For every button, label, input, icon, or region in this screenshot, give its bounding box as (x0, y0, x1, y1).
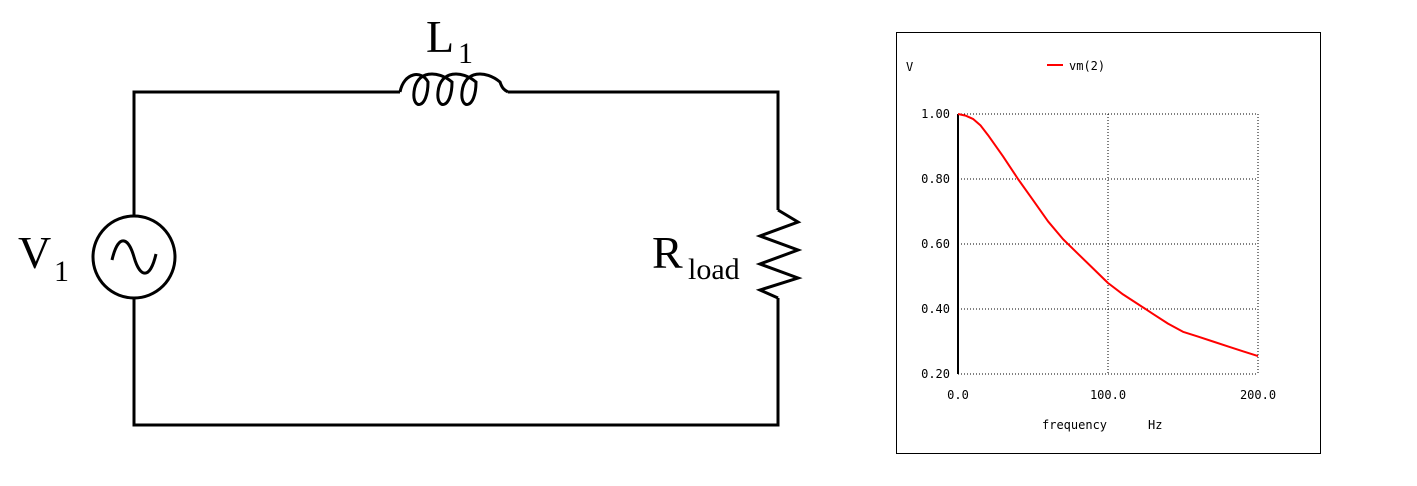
y-tick-label: 0.40 (921, 302, 950, 316)
wire-right-lower (132, 298, 780, 427)
circuit-diagram (91, 72, 803, 427)
x-tick-label: 100.0 (1090, 388, 1126, 402)
inductor-label: L (426, 11, 454, 62)
wire-top-right (508, 90, 780, 210)
x-axis-unit: Hz (1148, 418, 1162, 432)
ac-source-symbol (91, 214, 177, 300)
plot-frame (896, 32, 1321, 454)
y-tick-label: 0.80 (921, 172, 950, 186)
resistor-label: R (652, 227, 683, 278)
x-axis-label: frequency (1042, 418, 1107, 432)
legend: vm(2) (1047, 59, 1105, 73)
plot-series (957, 113, 1259, 358)
plot-tick-labels: 1.00 0.80 0.60 0.40 0.20 0.0 100.0 200.0 (921, 107, 1276, 402)
plot-grid (957, 113, 1259, 375)
plot-panel: 1.00 0.80 0.60 0.40 0.20 0.0 100.0 200.0 V vm(2… (896, 32, 1321, 454)
x-tick-label: 0.0 (947, 388, 969, 402)
circuit-labels: V 1 L 1 R load (18, 11, 740, 288)
y-axis-label: V (906, 60, 913, 74)
y-tick-label: 0.20 (921, 367, 950, 381)
inductor-subscript: 1 (458, 37, 473, 70)
source-label: V (18, 227, 51, 278)
wire-left (132, 90, 400, 216)
y-tick-label: 1.00 (921, 107, 950, 121)
resistor-subscript: load (688, 253, 740, 286)
legend-label: vm(2) (1069, 59, 1105, 73)
x-tick-label: 200.0 (1240, 388, 1276, 402)
inductor-coil (398, 72, 509, 106)
resistor-zigzag (755, 208, 803, 300)
sine-wave-icon (110, 239, 158, 275)
y-tick-label: 0.60 (921, 237, 950, 251)
source-subscript: 1 (54, 255, 69, 288)
series-line-vm2 (957, 113, 1259, 358)
